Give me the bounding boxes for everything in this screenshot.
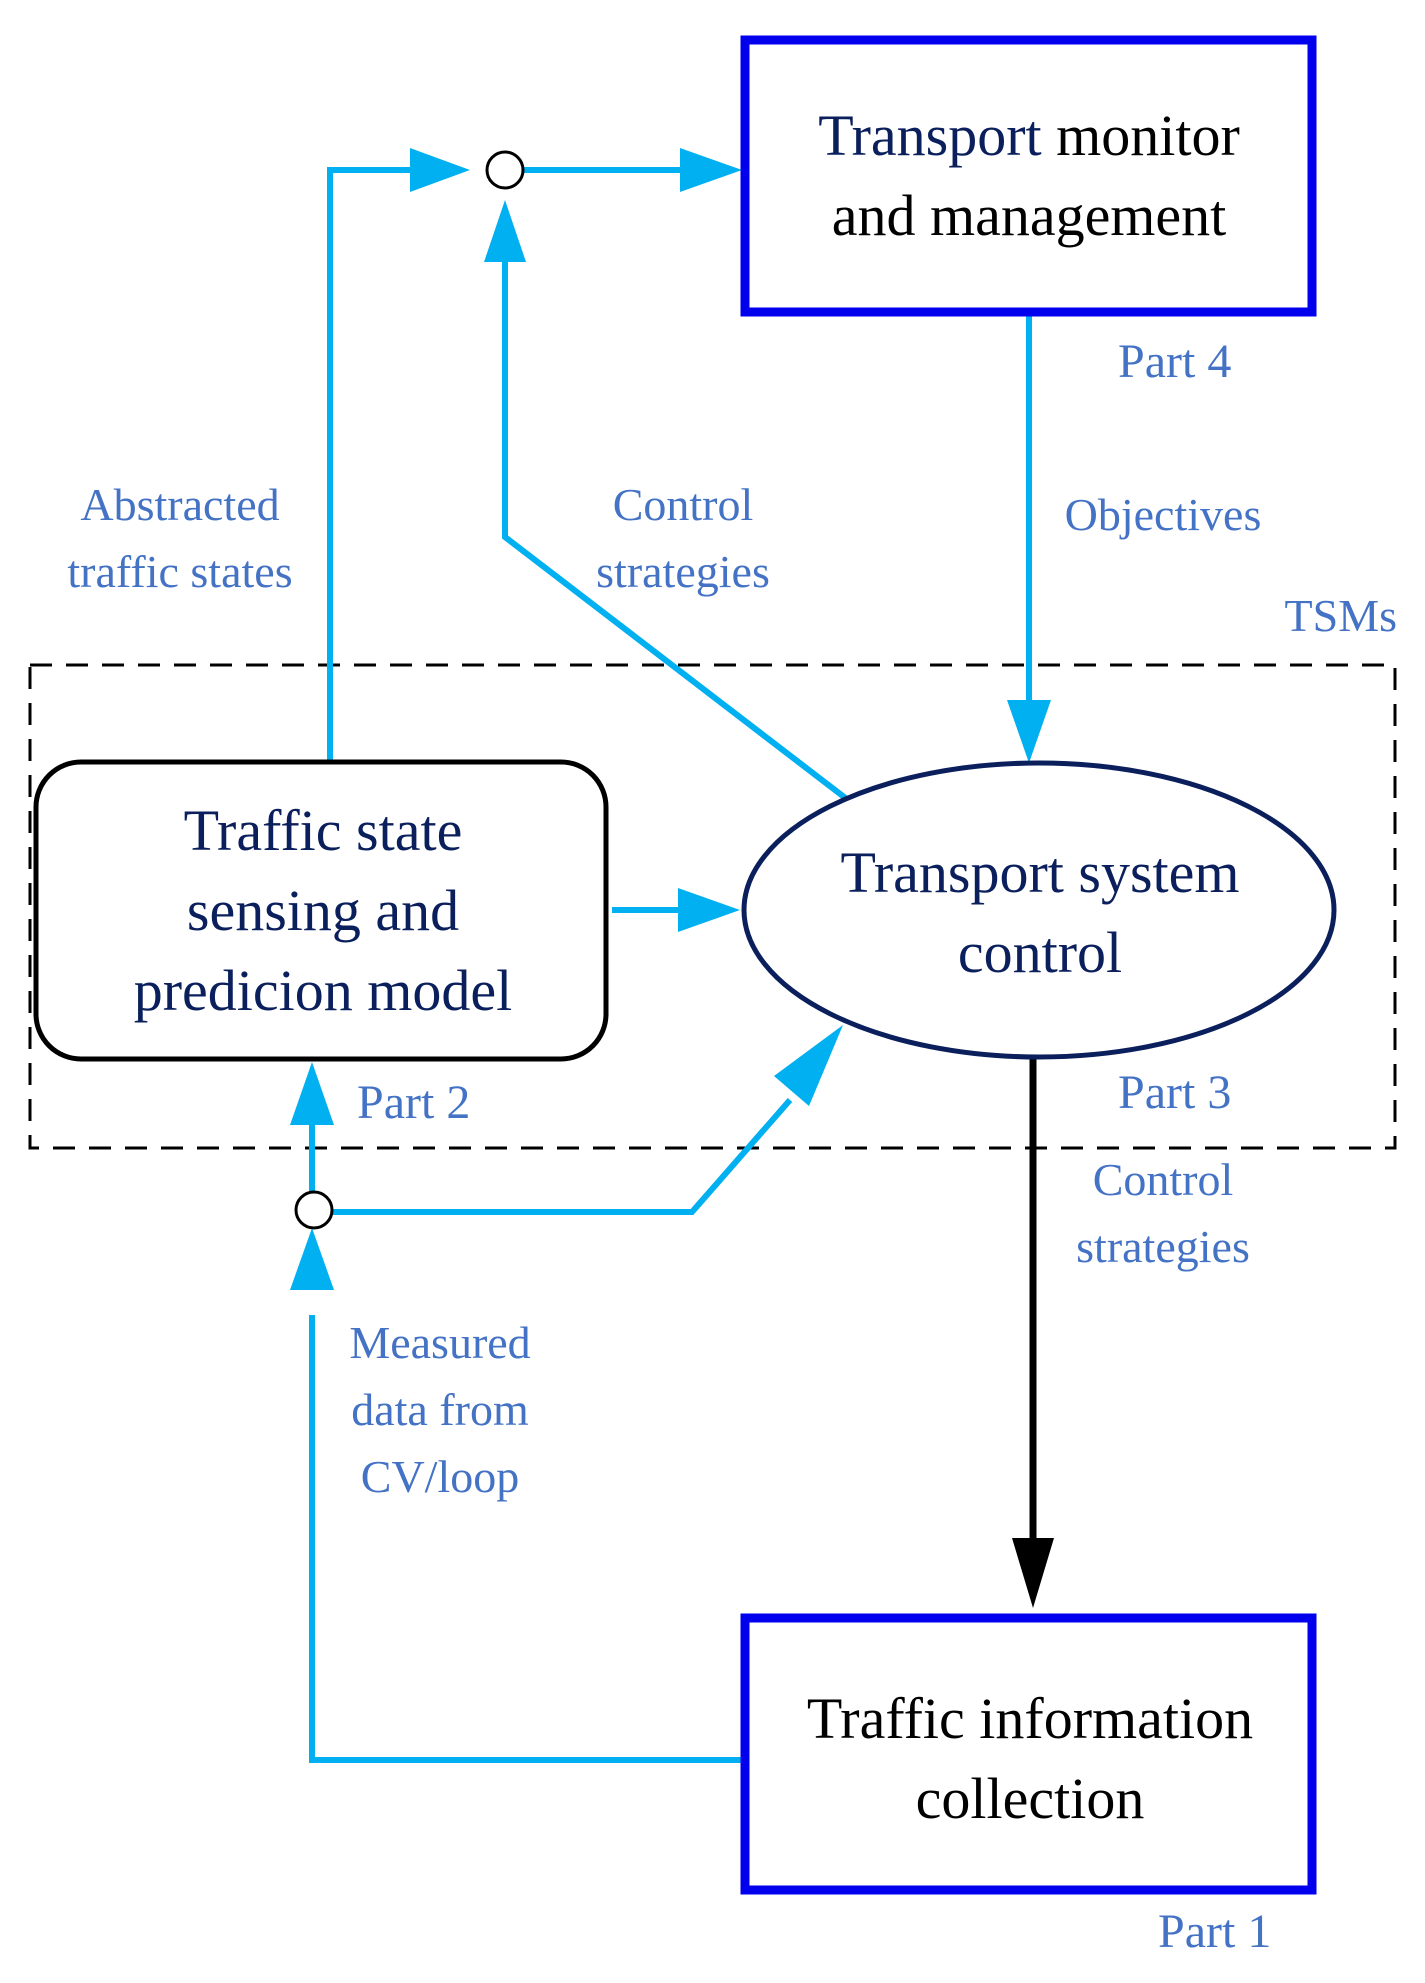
sensing-box bbox=[33, 759, 609, 1062]
abstracted-label-line1: Abstracted bbox=[80, 479, 279, 530]
sensing-title-line1: Traffic state bbox=[184, 798, 463, 863]
control-ellipse bbox=[741, 760, 1337, 1060]
control-strategies-up-label-line2: strategies bbox=[596, 546, 770, 597]
control-strategies-up-label-line1: Control bbox=[613, 479, 754, 530]
control-title-line1: Transport system bbox=[840, 840, 1239, 905]
control-part-label: Part 3 bbox=[1118, 1066, 1231, 1119]
collection-title-line2: collection bbox=[916, 1766, 1145, 1831]
collection-part-label: Part 1 bbox=[1158, 1905, 1271, 1958]
tsms-group-boundary bbox=[28, 663, 1397, 1150]
top-junction bbox=[485, 150, 525, 190]
junction-to-sensing-arrowhead bbox=[290, 1062, 334, 1125]
control-strategies-up-line bbox=[502, 255, 850, 803]
tsms-group-label: TSMs bbox=[1285, 590, 1397, 641]
control-title-line2: control bbox=[958, 920, 1122, 985]
abstracted-label-line2: traffic states bbox=[67, 546, 292, 597]
monitor-part-label: Part 4 bbox=[1118, 335, 1231, 388]
objectives-label: Objectives bbox=[1065, 489, 1262, 540]
bottom-junction bbox=[294, 1190, 334, 1230]
measured-label-line1: Measured bbox=[349, 1317, 530, 1368]
objectives-arrowhead bbox=[1007, 700, 1051, 763]
abstracted-states-arrowhead bbox=[410, 148, 470, 192]
sensing-part-label: Part 2 bbox=[357, 1076, 470, 1129]
control-strategies-up-arrowhead bbox=[484, 200, 526, 262]
monitor-title-line1: Transport monitor bbox=[818, 103, 1240, 168]
measured-data-arrowhead bbox=[290, 1228, 334, 1290]
monitor-title-line2: and management bbox=[832, 183, 1227, 248]
measured-data-line bbox=[309, 1315, 745, 1763]
abstracted-states-line bbox=[327, 167, 415, 762]
junction-to-control-line bbox=[332, 1098, 793, 1215]
monitor-title-line1-part-b: monitor bbox=[1042, 103, 1240, 168]
control-strategies-down-label-line2: strategies bbox=[1076, 1221, 1250, 1272]
control-to-collection-arrowhead bbox=[1012, 1538, 1054, 1608]
junction-to-control-arrowhead bbox=[774, 1025, 843, 1106]
sensing-title-line2: sensing and bbox=[187, 878, 459, 943]
collection-title-line1: Traffic information bbox=[807, 1686, 1253, 1751]
monitor-box bbox=[740, 35, 1317, 317]
monitor-title-line1-part-a: Transport bbox=[818, 103, 1041, 168]
junction-to-monitor-arrowhead bbox=[680, 148, 742, 192]
sensing-title-line3: predicion model bbox=[134, 958, 513, 1023]
measured-label-line2: data from bbox=[351, 1384, 529, 1435]
control-strategies-down-label-line1: Control bbox=[1093, 1154, 1234, 1205]
measured-label-line3: CV/loop bbox=[361, 1451, 519, 1502]
sensing-to-control-arrowhead bbox=[678, 888, 740, 932]
collection-box bbox=[740, 1613, 1317, 1895]
